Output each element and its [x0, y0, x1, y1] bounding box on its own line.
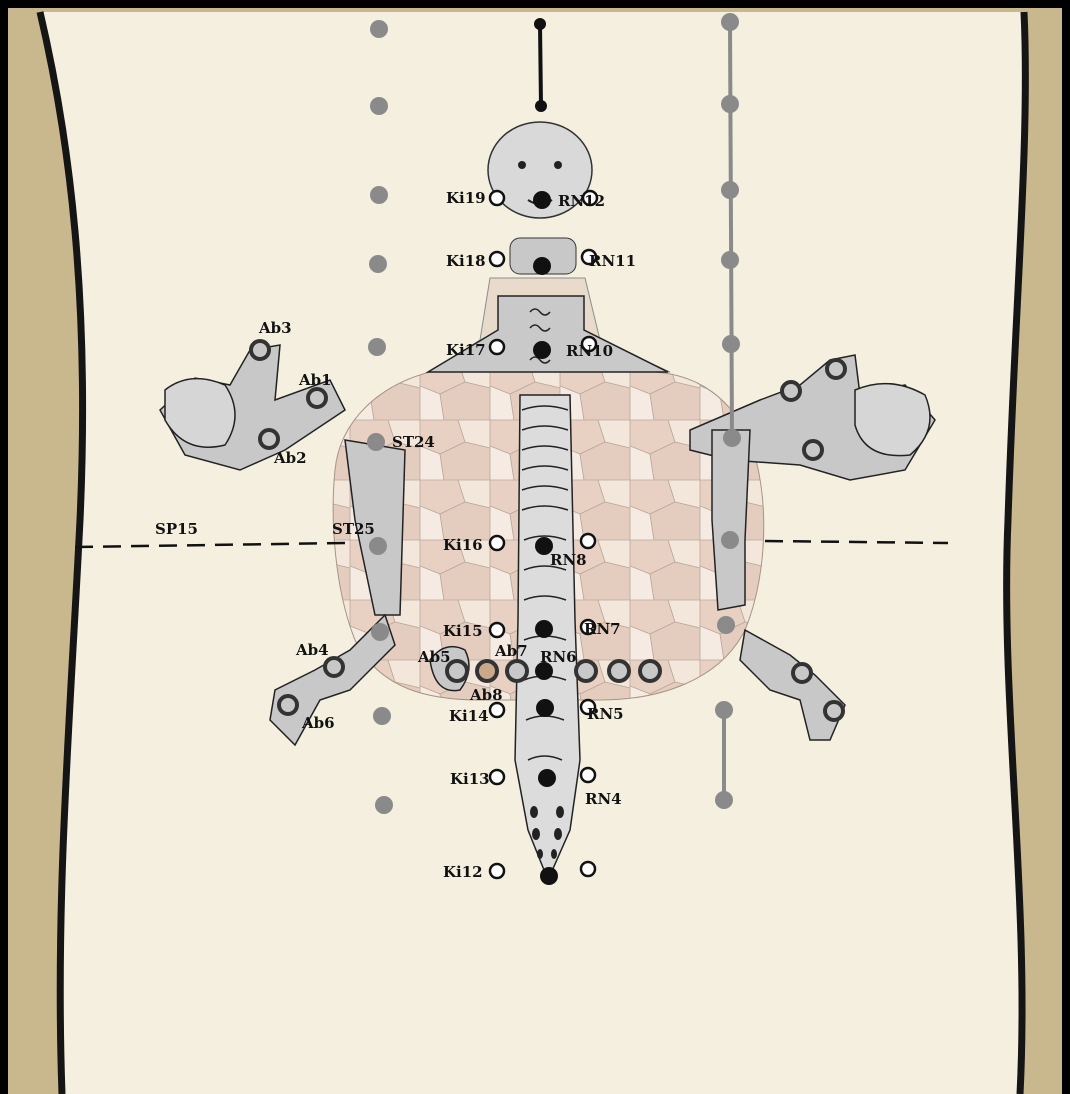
label-rn4: RN4 [585, 790, 622, 808]
label-rn8: RN8 [550, 551, 587, 569]
midline-top-dot [534, 18, 546, 30]
label-ab8: Ab8 [469, 686, 503, 704]
label-ki16: Ki16 [443, 536, 483, 554]
label-st25: ST25 [332, 520, 375, 538]
label-ab5: Ab5 [417, 648, 451, 666]
label-ki19: Ki19 [446, 189, 486, 207]
label-rn5: RN5 [587, 705, 624, 723]
midline-top-segment [540, 24, 541, 106]
label-ab2: Ab2 [273, 449, 307, 467]
label-ab7: Ab7 [494, 642, 528, 660]
right-grey-lower-top [715, 701, 733, 719]
right-grey-line [730, 22, 732, 440]
label-ki14: Ki14 [449, 707, 489, 725]
label-ab4: Ab4 [295, 641, 329, 659]
label-ki13: Ki13 [450, 770, 490, 788]
midline-bottom-dot [535, 100, 547, 112]
label-sp15: SP15 [155, 520, 198, 538]
label-ki15: Ki15 [443, 622, 483, 640]
right-grey-lower-bottom [715, 791, 733, 809]
label-ab3: Ab3 [258, 319, 292, 337]
label-ab1: Ab1 [298, 371, 332, 389]
label-ab6: Ab6 [301, 714, 335, 732]
label-ki17: Ki17 [446, 341, 486, 359]
label-rn11: RN11 [589, 252, 636, 270]
right-fist [855, 384, 930, 456]
spine [515, 395, 580, 880]
right-torso-strip [712, 430, 750, 610]
label-st24: ST24 [392, 433, 435, 451]
label-ki12: Ki12 [443, 863, 483, 881]
baby-right-eye [554, 161, 562, 169]
label-rn7: RN7 [584, 620, 621, 638]
label-rn12: RN12 [558, 192, 605, 210]
label-rn6: RN6 [540, 648, 577, 666]
label-ki18: Ki18 [446, 252, 486, 270]
label-rn10: RN10 [566, 342, 613, 360]
baby-left-eye [518, 161, 526, 169]
